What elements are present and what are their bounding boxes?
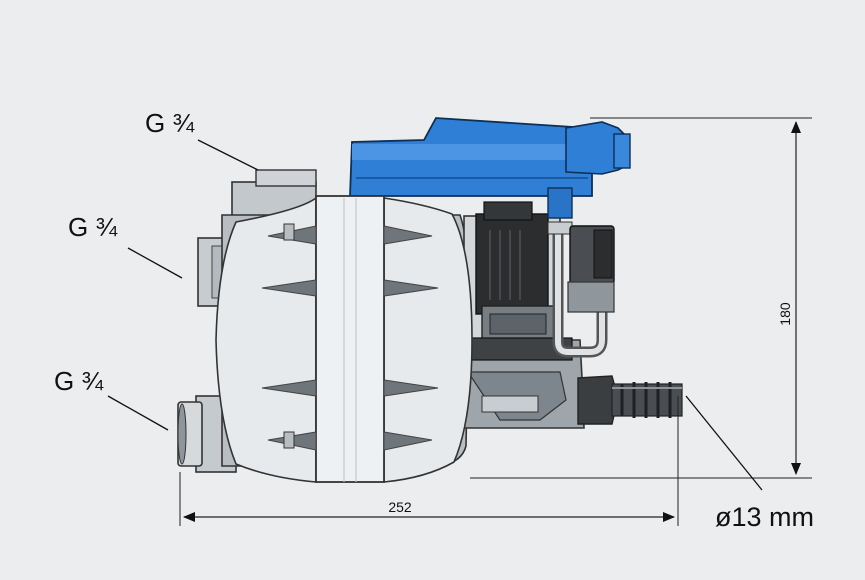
port-label-top: G ¾ (145, 108, 194, 138)
connector-tube (547, 221, 608, 358)
dimension-lines (179, 117, 812, 526)
outlet-block (459, 339, 683, 429)
leader-port-top (197, 139, 259, 171)
solenoid-coil (463, 201, 573, 361)
port-label-middle: G ¾ (68, 212, 117, 242)
width-dimension-value: 252 (388, 499, 412, 515)
leader-port-bottom (107, 395, 169, 431)
leader-port-middle (127, 247, 183, 279)
height-dimension-value: 180 (777, 302, 793, 326)
hose-tail (611, 382, 683, 418)
port-label-bottom: G ¾ (54, 366, 103, 396)
hose-diameter-label: ø13 mm (715, 502, 814, 532)
electrical-connector (567, 225, 615, 313)
front-cover (215, 195, 473, 483)
leader-hose (685, 395, 763, 491)
cover-band (315, 195, 385, 483)
leader-lines (107, 139, 763, 491)
timer-housing (349, 117, 631, 219)
